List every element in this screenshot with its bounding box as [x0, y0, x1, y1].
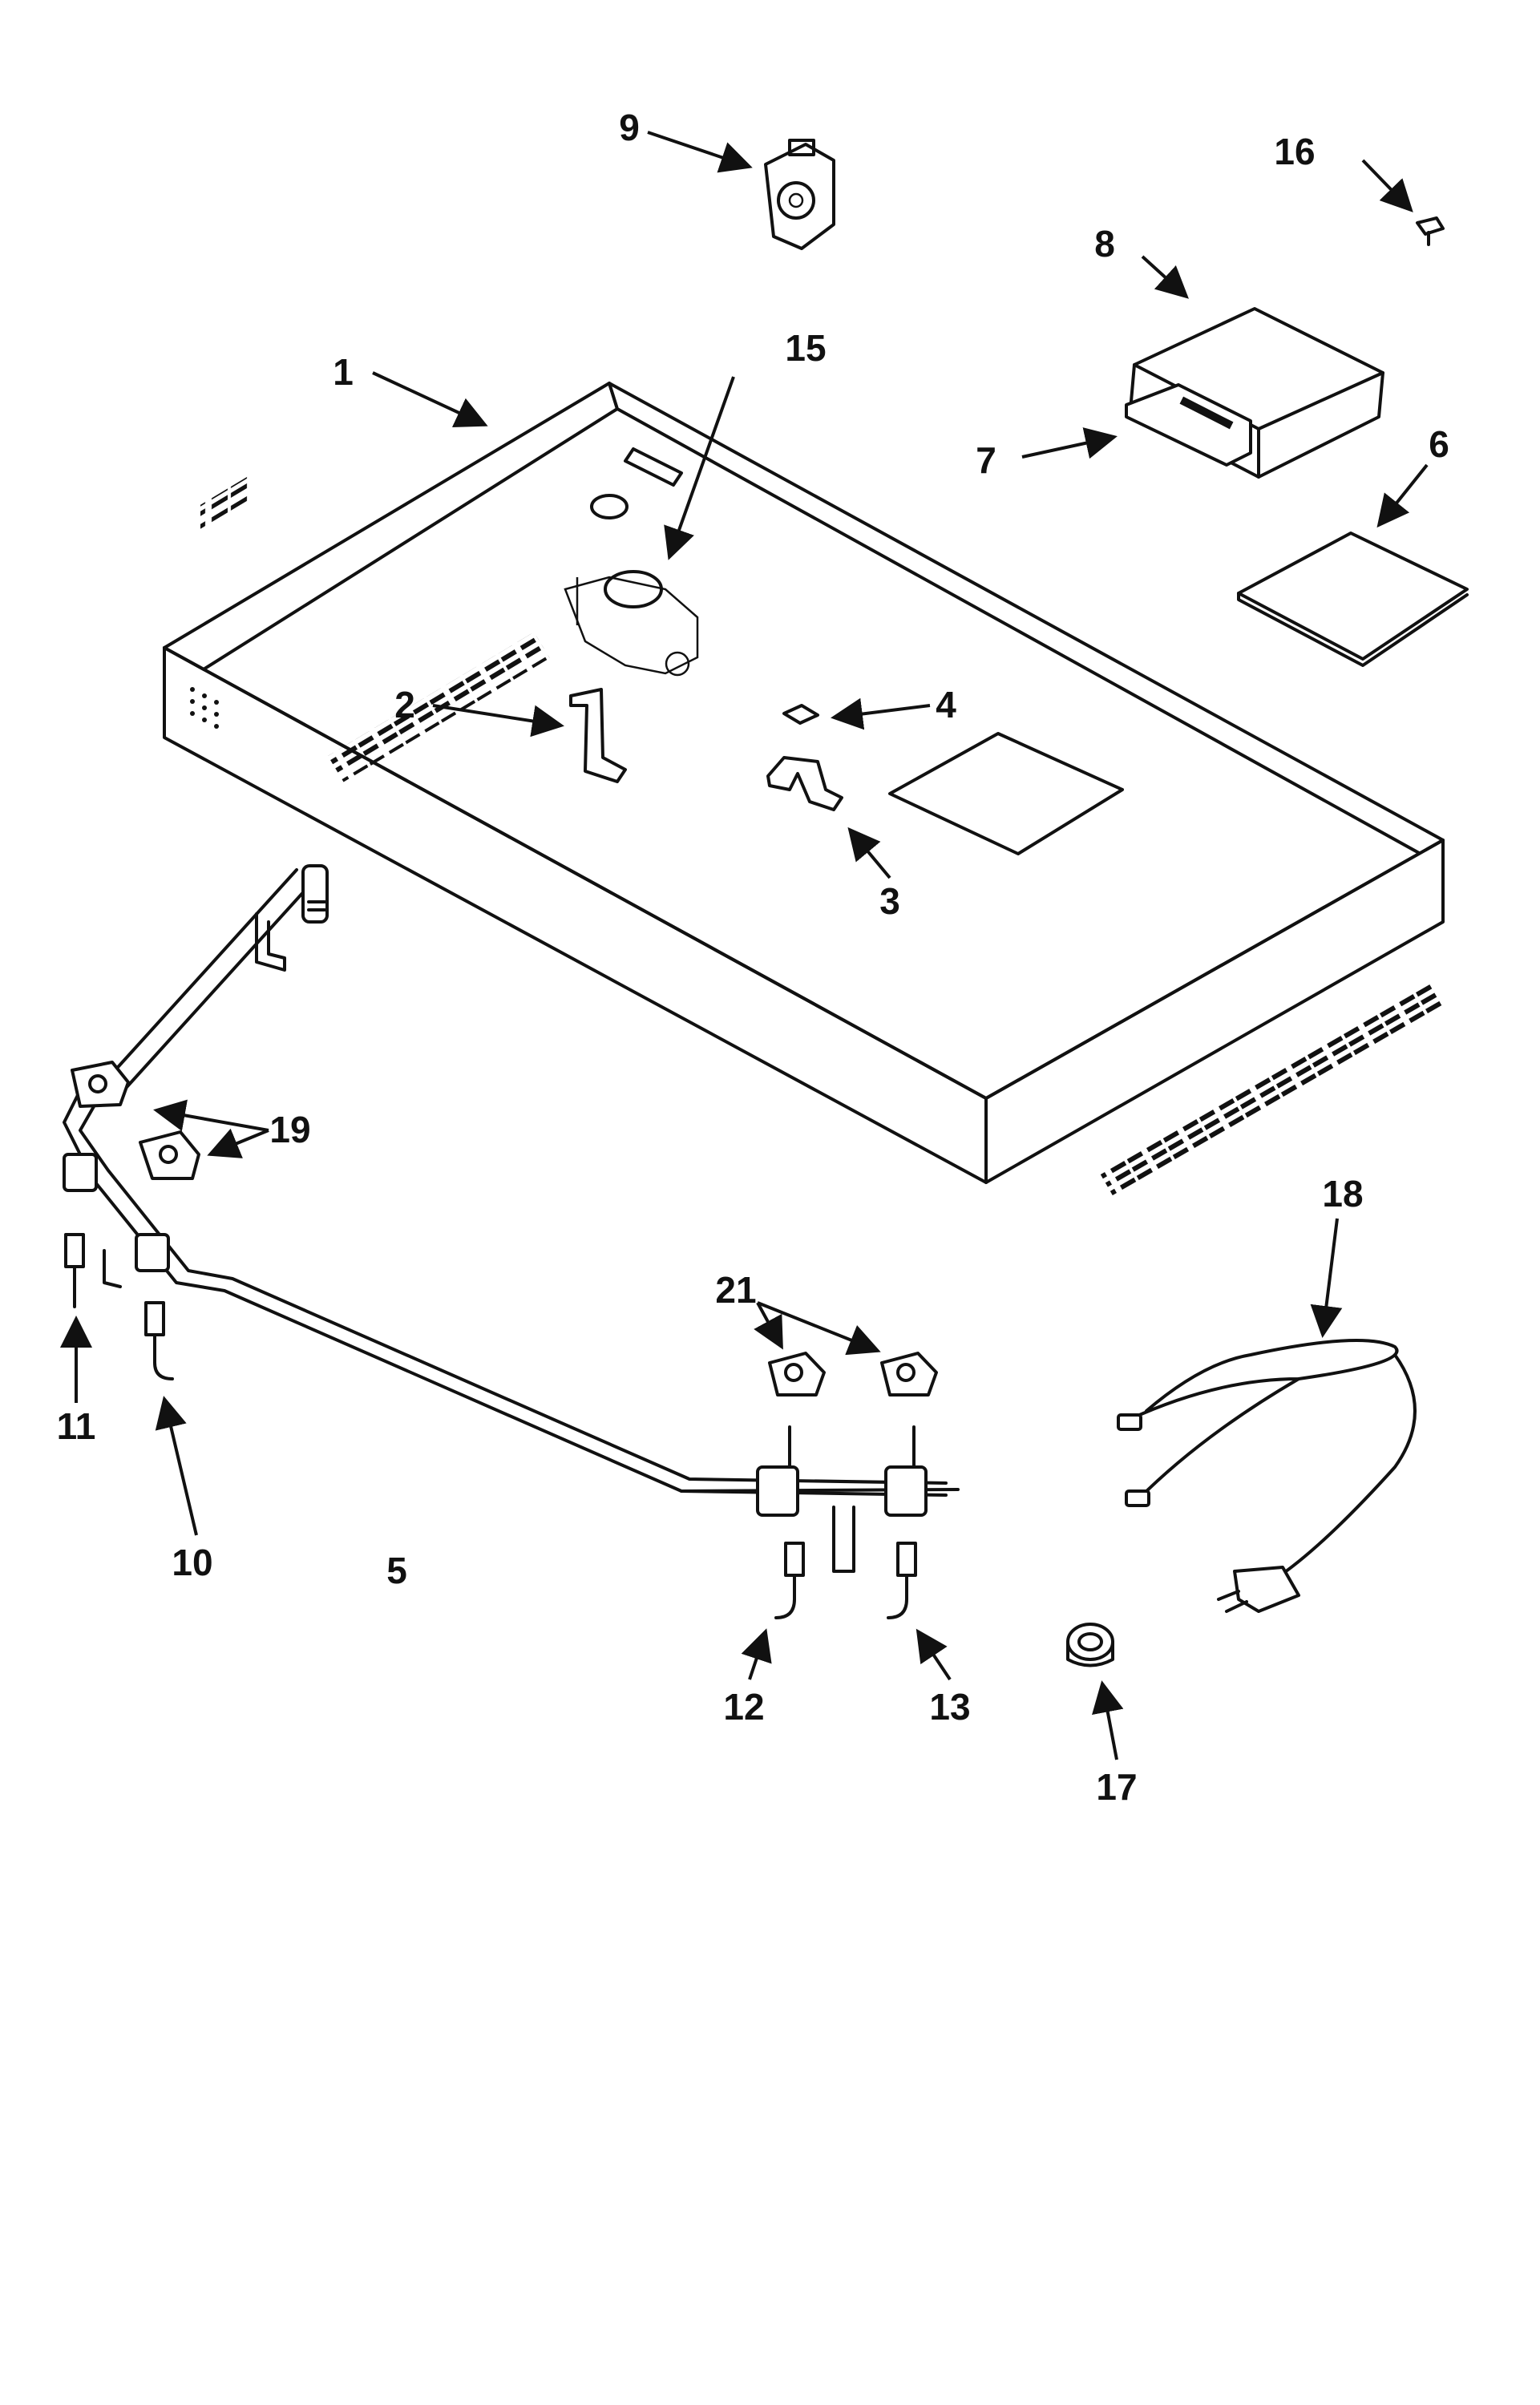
orifice-part-11	[64, 1233, 85, 1308]
insulation-sheet-part-6	[1237, 532, 1469, 667]
orifice-part-13	[887, 1542, 917, 1619]
orifice-part-12	[774, 1542, 805, 1619]
callout-18: 18	[1322, 1173, 1363, 1215]
u-bracket-part-3	[766, 756, 843, 811]
switch-part-9	[764, 139, 835, 250]
clips-part-21	[768, 1352, 938, 1397]
callout-7: 7	[976, 439, 996, 481]
callout-3: 3	[879, 880, 900, 922]
callout-21: 21	[715, 1269, 756, 1311]
callout-labels: 1 2 3 4 5 6 7 8 9 10 11 12 13 15 16 17 1…	[57, 107, 1449, 1808]
callout-4: 4	[936, 684, 956, 726]
callout-17: 17	[1096, 1766, 1137, 1808]
orifice-part-10	[144, 1301, 174, 1380]
callout-5: 5	[386, 1550, 407, 1591]
callout-8: 8	[1094, 223, 1115, 265]
power-cord-part-18	[1117, 1339, 1417, 1613]
callout-13: 13	[929, 1686, 970, 1728]
screw-part-16	[1416, 216, 1445, 246]
vent-slots-front	[1098, 979, 1448, 1198]
callout-16: 16	[1274, 131, 1315, 172]
grommet-part-17	[1066, 1623, 1114, 1667]
callout-15: 15	[785, 327, 826, 369]
leader-lines	[60, 131, 1429, 1760]
grille-dots	[190, 687, 219, 729]
callout-11: 11	[57, 1405, 96, 1447]
terminal-block-part-7	[1125, 383, 1252, 467]
callout-2: 2	[394, 684, 415, 726]
callout-19: 19	[269, 1109, 310, 1150]
callout-12: 12	[723, 1686, 764, 1728]
bracket-part-2	[569, 688, 627, 783]
clips-part-19	[71, 1061, 200, 1180]
callout-10: 10	[172, 1542, 212, 1583]
pad-part-4	[782, 704, 819, 725]
callout-9: 9	[619, 107, 640, 148]
callout-1: 1	[333, 351, 354, 393]
chassis-tray-part-1	[163, 382, 1448, 1198]
manifold-part-5	[63, 864, 960, 1573]
callout-6: 6	[1429, 423, 1449, 465]
gas-valve-part-15	[564, 570, 699, 677]
